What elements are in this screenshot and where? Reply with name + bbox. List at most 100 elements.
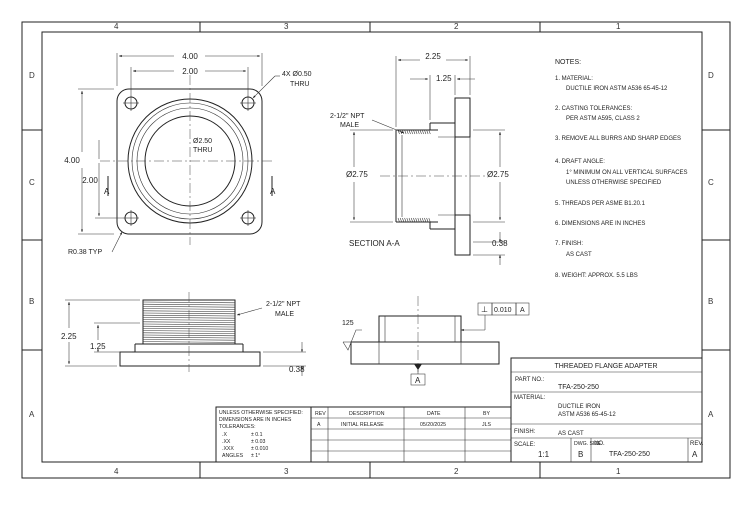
dwg-no-label: NO. xyxy=(594,441,605,447)
bore-callout-2: THRU xyxy=(193,147,212,154)
front-thread-callout-2: MALE xyxy=(275,311,294,318)
section-view: 2.25 1.25 2-1/2" NPT MALE Ø2.75 Ø2.75 0.… xyxy=(330,52,509,265)
note-2-detail: PER ASTM A595, CLASS 2 xyxy=(566,116,640,122)
dwg-no-value: TFA-250-250 xyxy=(609,451,650,458)
tol-value: ± 0.1 xyxy=(251,432,263,438)
scale-value: 1:1 xyxy=(538,450,550,459)
zone-col-top-4: 4 xyxy=(114,22,119,31)
tol-key: .X xyxy=(222,432,227,438)
scale-label: SCALE: xyxy=(514,442,536,448)
zone-col-bottom-4: 4 xyxy=(114,467,119,476)
zone-row-right-d: D xyxy=(708,71,714,80)
flange-section-bottom xyxy=(454,214,471,256)
dim-overall-width: 4.00 xyxy=(182,52,198,61)
zone-row-right-b: B xyxy=(708,297,713,306)
bore-callout-1: Ø2.50 xyxy=(193,138,212,145)
part-no-value: TFA-250-250 xyxy=(558,384,599,391)
dim-total-length: 2.25 xyxy=(425,52,441,61)
dim-front-flange-thk: 0.38 xyxy=(289,365,305,374)
rev-label: REV. xyxy=(690,441,704,447)
gdt-tolerance: 0.010 xyxy=(494,307,512,314)
front-thread-callout-1: 2-1/2" NPT xyxy=(266,301,301,308)
material-line-1: DUCTILE IRON xyxy=(558,404,600,410)
zone-row-right-c: C xyxy=(708,178,714,187)
section-marker-left: A xyxy=(104,187,110,196)
note-4-title: 4. DRAFT ANGLE: xyxy=(555,159,605,165)
tol-key: .XXX xyxy=(222,446,234,452)
tol-value: ± 1° xyxy=(251,453,260,459)
zone-row-right-a: A xyxy=(708,410,714,419)
dim-thread-length: 1.25 xyxy=(436,74,452,83)
hole-callout-1: 4X Ø0.50 xyxy=(282,71,312,78)
note-8: 8. WEIGHT: APPROX. 5.5 LBS xyxy=(555,273,638,279)
dim-bolt-spacing: 2.00 xyxy=(182,67,198,76)
rev-header-date: DATE xyxy=(427,411,441,417)
section-label: SECTION A-A xyxy=(349,239,400,248)
tol-value: ± 0.010 xyxy=(251,446,268,452)
zone-row-left-d: D xyxy=(29,71,35,80)
note-1-title: 1. MATERIAL: xyxy=(555,76,593,82)
dwg-size-label: DWG. SIZE xyxy=(574,441,602,447)
note-2-title: 2. CASTING TOLERANCES: xyxy=(555,106,632,112)
zone-col-bottom-3: 3 xyxy=(284,467,289,476)
tol-value: ± 0.03 xyxy=(251,439,265,445)
dwg-size-value: B xyxy=(578,450,583,459)
note-6: 6. DIMENSIONS ARE IN INCHES xyxy=(555,221,645,227)
top-view: 4.00 2.00 4.00 2.00 A A 4X Ø0.50 THRU Ø2… xyxy=(64,52,311,256)
note-7-detail: AS CAST xyxy=(566,252,592,258)
tol-key: .XX xyxy=(222,439,231,445)
dim-front-total-height: 2.25 xyxy=(61,332,77,341)
rev-value: A xyxy=(692,450,698,459)
material-line-2: ASTM A536 65-45-12 xyxy=(558,412,616,418)
section-marker-right: A xyxy=(270,187,276,196)
rev-cell-by: JLS xyxy=(482,422,491,428)
section-thread-callout-2: MALE xyxy=(340,122,359,129)
corner-radius-callout: R0.38 TYP xyxy=(68,249,102,256)
side-flange xyxy=(350,341,500,365)
note-4-detail-1: 1° MINIMUM ON ALL VERTICAL SURFACES xyxy=(566,170,688,176)
zone-col-top-2: 2 xyxy=(454,22,459,31)
notes-heading: NOTES: xyxy=(555,59,581,66)
dim-section-flange-thk: 0.38 xyxy=(492,239,508,248)
datum-label: A xyxy=(415,376,421,385)
rev-cell-date: 05/20/2025 xyxy=(420,422,446,428)
tol-key: ANGLES xyxy=(222,453,244,459)
title-block-title: THREADED FLANGE ADAPTER xyxy=(554,363,657,370)
roughness-value: 125 xyxy=(342,320,354,327)
material-label: MATERIAL: xyxy=(514,395,546,401)
dim-bolt-half: 2.00 xyxy=(82,176,98,185)
zone-col-top-1: 1 xyxy=(616,22,621,31)
dim-left-dia: Ø2.75 xyxy=(346,170,368,179)
tol-line-1: UNLESS OTHERWISE SPECIFIED: xyxy=(219,410,303,416)
notes-block: NOTES: 1. MATERIAL: DUCTILE IRON ASTM A5… xyxy=(555,59,688,279)
dim-overall-height: 4.00 xyxy=(64,156,80,165)
note-7-title: 7. FINISH: xyxy=(555,241,583,247)
rev-cell-desc: INITIAL RELEASE xyxy=(341,422,384,428)
finish-value: AS CAST xyxy=(558,431,584,437)
flange-outline xyxy=(116,88,263,235)
zone-row-left-a: A xyxy=(29,410,35,419)
outer-border xyxy=(21,21,731,479)
dim-front-flange-to-top: 1.25 xyxy=(90,342,106,351)
zone-row-left-c: C xyxy=(29,178,35,187)
hole-callout-2: THRU xyxy=(290,81,309,88)
revision-table: REV DESCRIPTION DATE BY A INITIAL RELEAS… xyxy=(310,406,512,463)
zone-row-left-b: B xyxy=(29,297,34,306)
gdt-symbol: ⊥ xyxy=(481,305,488,314)
note-5: 5. THREADS PER ASME B1.20.1 xyxy=(555,201,646,207)
rev-header-rev: REV xyxy=(315,411,326,417)
tol-line-3: TOLERANCES: xyxy=(219,424,256,430)
note-1-detail: DUCTILE IRON ASTM A536 65-45-12 xyxy=(566,86,668,92)
title-block: THREADED FLANGE ADAPTER PART NO.: TFA-25… xyxy=(510,357,704,463)
part-no-label: PART NO.: xyxy=(515,377,545,383)
zone-col-bottom-1: 1 xyxy=(616,467,621,476)
tolerance-block: UNLESS OTHERWISE SPECIFIED: DIMENSIONS A… xyxy=(215,406,312,463)
front-view: 2-1/2" NPT MALE 2.25 1.25 0.38 xyxy=(61,292,306,376)
gdt-datum: A xyxy=(520,307,525,314)
flange-section-top xyxy=(454,97,471,138)
dim-right-dia: Ø2.75 xyxy=(487,170,509,179)
tol-line-2: DIMENSIONS ARE IN INCHES xyxy=(219,417,292,423)
side-view: 125 A ⊥ 0.010 A xyxy=(342,296,530,386)
section-thread-callout-1: 2-1/2" NPT xyxy=(330,113,365,120)
